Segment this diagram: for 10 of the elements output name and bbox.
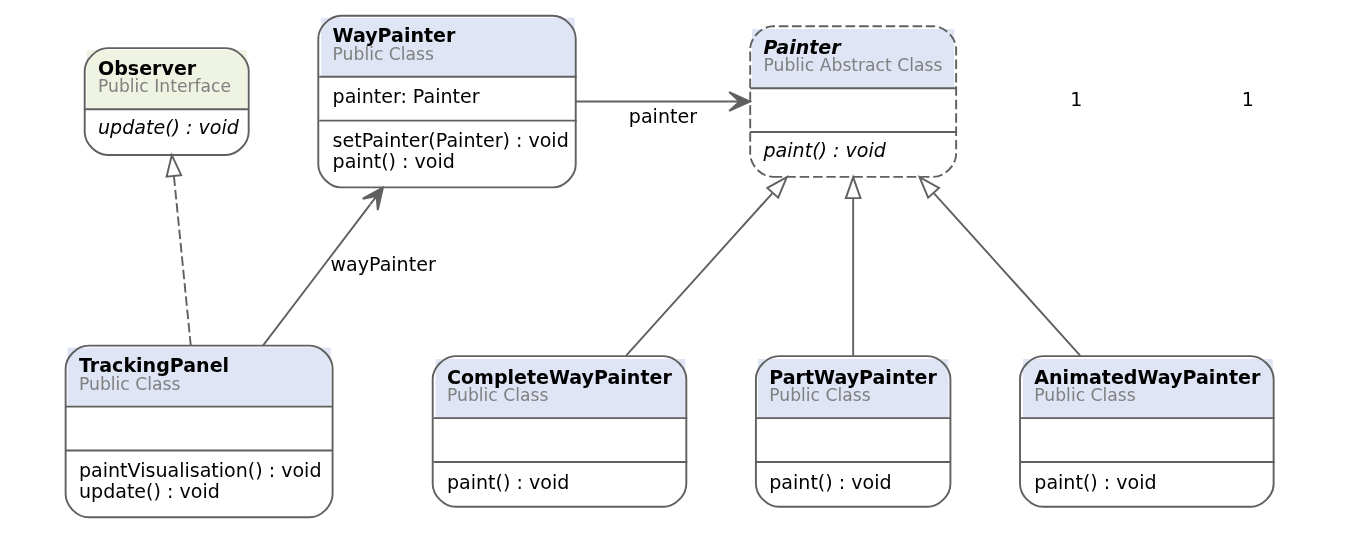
- arrow: [574, 91, 751, 112]
- arrow: [917, 175, 1081, 357]
- arrow: [261, 186, 384, 347]
- edge-label: wayPainter: [330, 253, 436, 276]
- label: 1: [1241, 88, 1254, 111]
- arrow: [843, 174, 862, 357]
- label: 1: [1069, 88, 1082, 111]
- edge-label: painter: [628, 104, 697, 127]
- arrow: [164, 152, 192, 347]
- arrow: [624, 175, 789, 357]
